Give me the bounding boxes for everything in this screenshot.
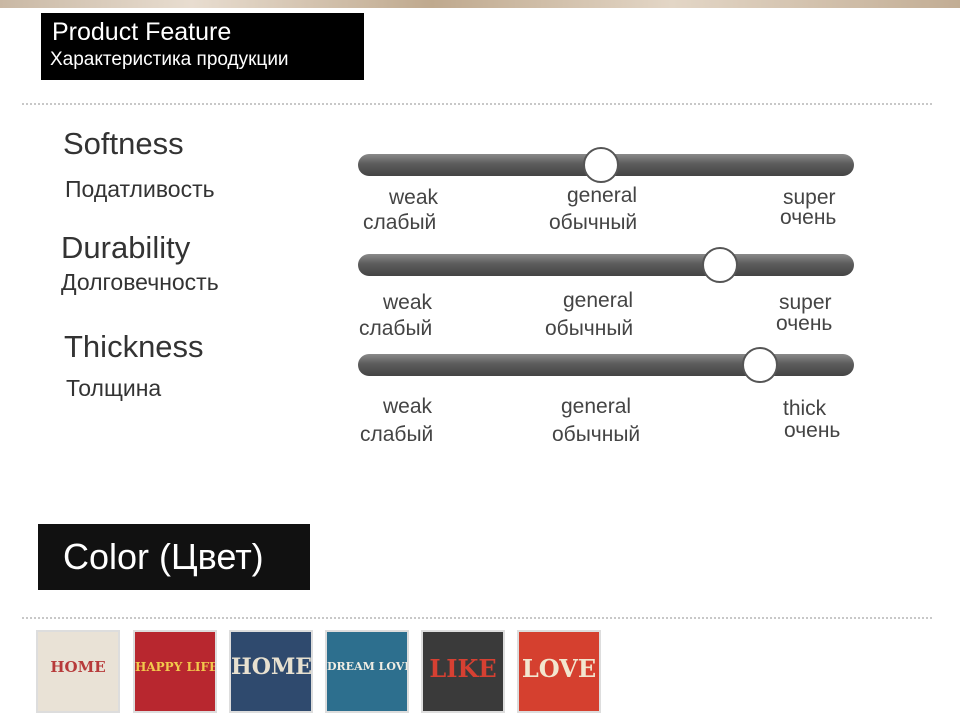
thickness-general-label: general [561,395,632,418]
thickness-slider-knob [741,347,778,383]
thickness-thick-label: thick [783,397,827,420]
thickness-slider [358,347,854,383]
thickness-weak-label-ru: слабый [360,423,434,446]
color-swatch-1[interactable]: HOME [36,630,120,713]
color-swatch-3[interactable]: HOME [229,630,313,713]
color-swatch-4[interactable]: DREAM LOVE [325,630,409,713]
softness-general-label-ru: обычный [549,211,638,234]
durability-slider [358,247,854,283]
swatch-3-text: HOME [231,654,313,680]
softness-slider [358,147,854,183]
feature-name-thickness-ru: Толщина [66,375,162,401]
thickness-thick-label-ru: очень [784,419,841,442]
softness-super-label: super [783,186,836,209]
swatch-5-text: LIKE [429,654,497,683]
swatch-1-text: HOME [50,658,106,676]
swatch-4-text: DREAM LOVE [327,660,409,673]
color-swatch-5[interactable]: LIKE [421,630,505,713]
durability-super-label: super [779,291,832,314]
durability-super-label-ru: очень [776,312,833,335]
softness-general-label: general [567,184,638,207]
durability-general-label: general [563,289,634,312]
color-swatch-2[interactable]: HAPPY LIFE [133,630,217,713]
softness-weak-label-ru: слабый [363,211,437,234]
feature-name-softness-ru: Податливость [65,176,215,202]
heading-title-en: Product Feature [52,18,232,46]
heading-title-ru: Характеристика продукции [50,49,289,70]
color-swatch-6[interactable]: LOVE [517,630,601,713]
swatch-2-text: HAPPY LIFE [135,660,217,674]
feature-name-thickness: Thickness [64,329,204,364]
product-feature-heading: Product Feature Характеристика продукции [41,13,364,80]
divider-top [22,103,932,105]
feature-name-durability: Durability [61,230,191,265]
durability-slider-knob [702,247,739,283]
feature-name-durability-ru: Долговечность [61,269,219,295]
durability-weak-label-ru: слабый [359,317,433,340]
durability-weak-label: weak [383,291,433,314]
swatch-6-text: LOVE [521,654,597,683]
durability-general-label-ru: обычный [545,317,634,340]
color-section-title: Color (Цвет) [63,536,264,577]
softness-super-label-ru: очень [780,206,837,229]
top-banner-strip [0,0,960,8]
color-section-heading: Color (Цвет) [38,524,310,590]
divider-bottom [22,617,932,619]
thickness-weak-label: weak [383,395,433,418]
softness-slider-knob [583,147,620,183]
thickness-general-label-ru: обычный [552,423,641,446]
softness-weak-label: weak [389,186,439,209]
feature-name-softness: Softness [63,126,184,161]
